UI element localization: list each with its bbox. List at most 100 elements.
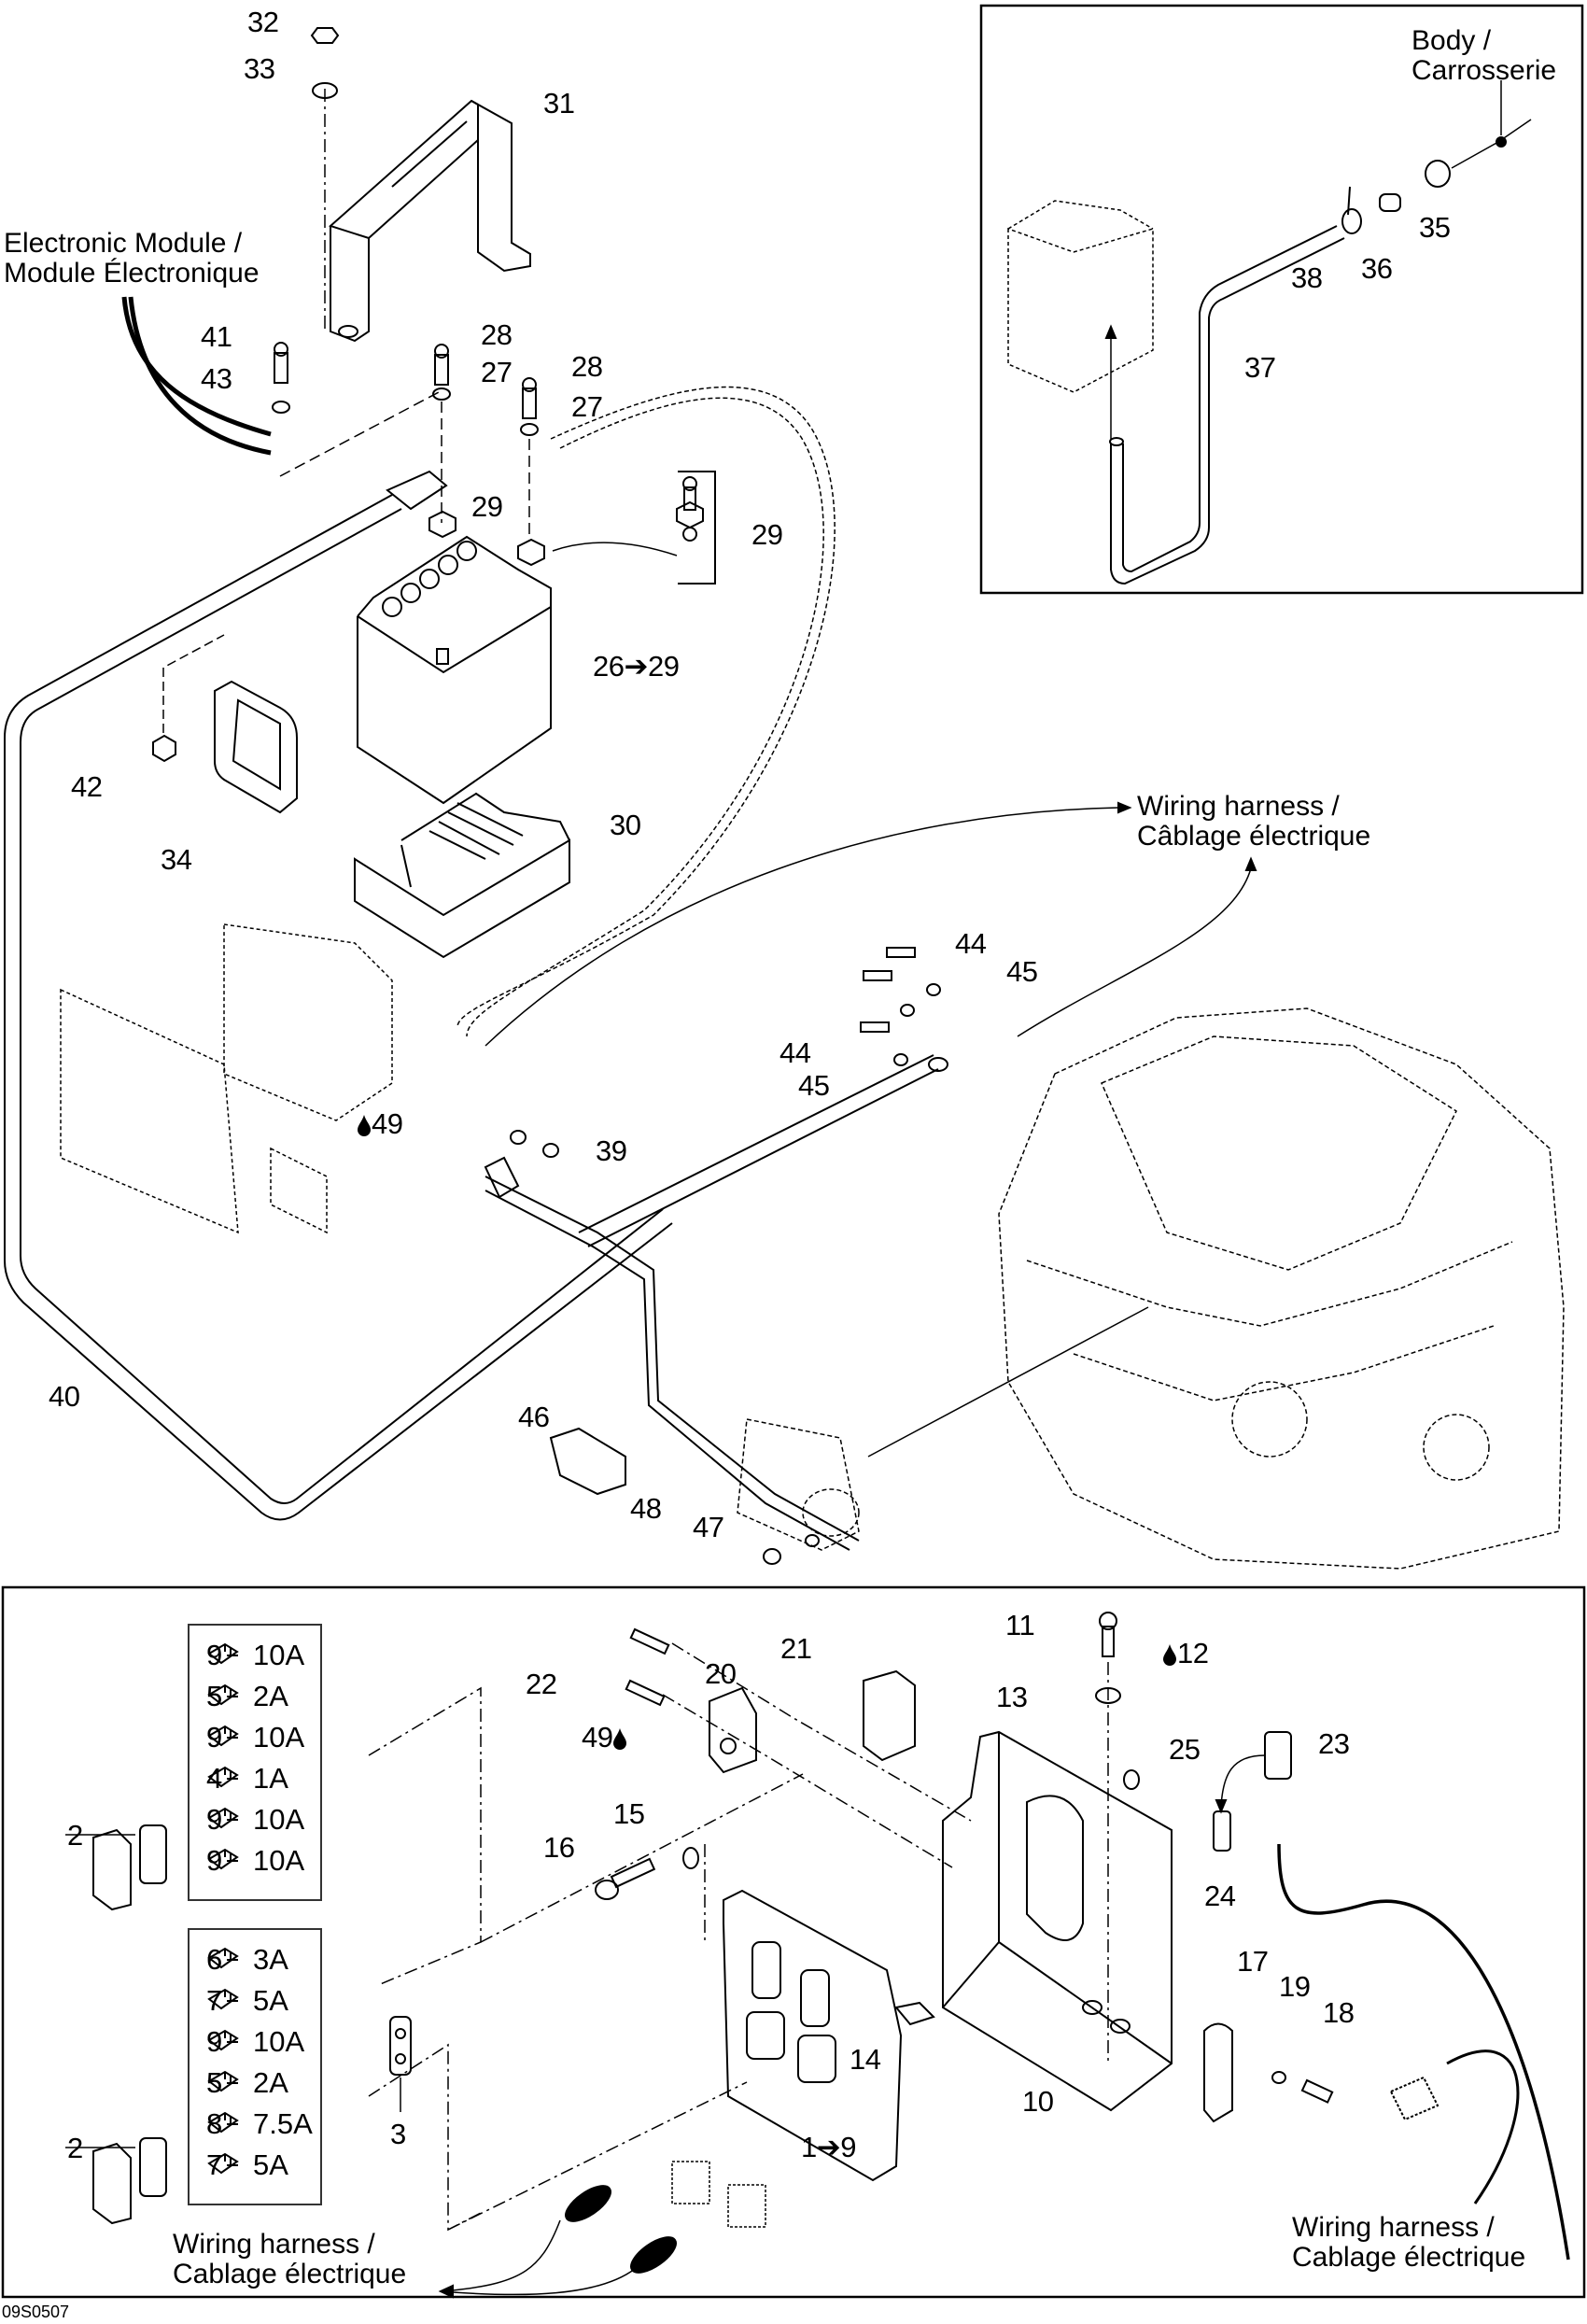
note-line-en: Wiring harness / [1137,791,1340,822]
part-label-45b: 45 [798,1069,830,1102]
part-label-23: 23 [1318,1727,1350,1760]
positive-cable [484,1156,860,1551]
part-label-29b: 29 [751,518,783,551]
blade-fuse-icon [207,1988,239,2010]
part-label-39: 39 [596,1134,627,1167]
fuse-rating: 5A [253,2148,288,2181]
part-label-44a: 44 [955,927,987,960]
part-number: 49 [372,1107,403,1140]
part-label-2a: 2 [67,1819,83,1852]
blade-fuse-icon [207,1766,239,1788]
part-label-40: 40 [49,1380,80,1413]
part-label-34: 34 [161,843,192,876]
connector-cover-2b [92,2137,167,2225]
part-label-1-9: 1➔9 [801,2131,856,2163]
module-assembly-phantom [60,923,393,1234]
part-label-26-29: 26➔29 [593,650,680,683]
part-label-20: 20 [705,1657,737,1690]
part-label-47: 47 [693,1511,724,1543]
note-line-fr: Cablage électrique [173,2259,407,2290]
note-line-en: Wiring harness / [173,2229,375,2260]
bolts-41-28 [272,342,539,436]
part-label-11: 11 [1005,1609,1035,1641]
fuse-rating: 10A [253,1721,305,1754]
part-label-19: 19 [1279,1970,1311,2003]
electronic-module-note: Electronic Module / Module Électronique [4,228,260,289]
part-label-42: 42 [71,770,103,803]
note-line-en: Wiring harness / [1292,2212,1495,2243]
fuse-rating: 10A [253,2025,305,2058]
part-label-37: 37 [1244,351,1276,384]
fuse-rating: 10A [253,1803,305,1836]
part-label-41: 41 [201,320,232,353]
part-label-3: 3 [390,2118,406,2150]
part-label-43: 43 [201,362,232,395]
ecm-module [723,1889,903,2182]
blade-fuse-icon [207,2070,239,2092]
part-label-24: 24 [1204,1880,1236,1912]
part-label-45a: 45 [1006,955,1038,988]
fuse-rating: 3A [253,1943,288,1976]
fuse-rating: 2A [253,1680,288,1712]
part-label-38: 38 [1291,261,1323,294]
battery-tray-30 [354,792,570,959]
part-label-49-bottom: 49 [582,1723,627,1752]
part-label-21: 21 [780,1632,812,1665]
blade-fuse-icon [207,1807,239,1829]
part-label-49-top: 49 [357,1107,403,1140]
note-line-en: Electronic Module / [4,228,243,259]
part-label-17: 17 [1237,1945,1269,1978]
part-label-46: 46 [518,1401,550,1433]
part-label-12: 12 [1162,1637,1209,1669]
fuse-rating: 1A [253,1762,288,1795]
engine-phantom [998,1007,1565,1570]
blade-fuse-icon [207,2111,239,2134]
wiring-harness-note-bottom-left: Wiring harness / Cablage électrique [173,2229,407,2290]
part-label-18: 18 [1323,1996,1355,2029]
blade-fuse-icon [207,1947,239,1969]
blade-fuse-icon [207,1725,239,1747]
blade-fuse-icon [207,1683,239,1706]
blade-fuse-icon [207,2152,239,2175]
battery-26 [357,535,552,805]
note-line-en: Body / [1411,25,1492,56]
part-label-28b: 28 [571,350,603,383]
fuse-rating: 7.5A [253,2107,313,2140]
part-number: 12 [1177,1637,1209,1669]
part-label-29a: 29 [471,490,503,523]
part-label-10: 10 [1022,2085,1054,2118]
inset-frame-top [979,4,1584,595]
battery-bracket-31 [329,99,531,343]
vent-tube-37 [1104,225,1345,585]
part-label-13: 13 [996,1681,1028,1713]
connector-cover-2a [92,1824,167,1911]
part-label-22: 22 [526,1668,557,1700]
note-line-fr: Module Électronique [4,258,260,289]
washer-33 [312,82,338,99]
part-label-2b: 2 [67,2132,83,2164]
battery-cable-40 [4,470,673,1521]
part-label-33: 33 [244,52,275,85]
sealant-drop-icon [1162,1639,1177,1668]
part-label-36: 36 [1361,252,1393,285]
note-line-fr: Carrosserie [1411,55,1557,87]
bottom-section-frame [1,1585,1586,2299]
sealant-drop-icon [612,1723,627,1752]
blade-fuse-icon [207,2029,239,2051]
part-label-27a: 27 [481,356,513,388]
sealant-drop-icon [357,1109,372,1138]
blade-fuse-icon [207,1642,239,1665]
part-label-32: 32 [247,6,279,38]
part-label-27b: 27 [571,390,603,423]
note-line-fr: Cablage électrique [1292,2242,1526,2274]
fuse-rating: 10A [253,1639,305,1671]
wiring-harness-note-top: Wiring harness / Câblage électrique [1137,791,1370,852]
